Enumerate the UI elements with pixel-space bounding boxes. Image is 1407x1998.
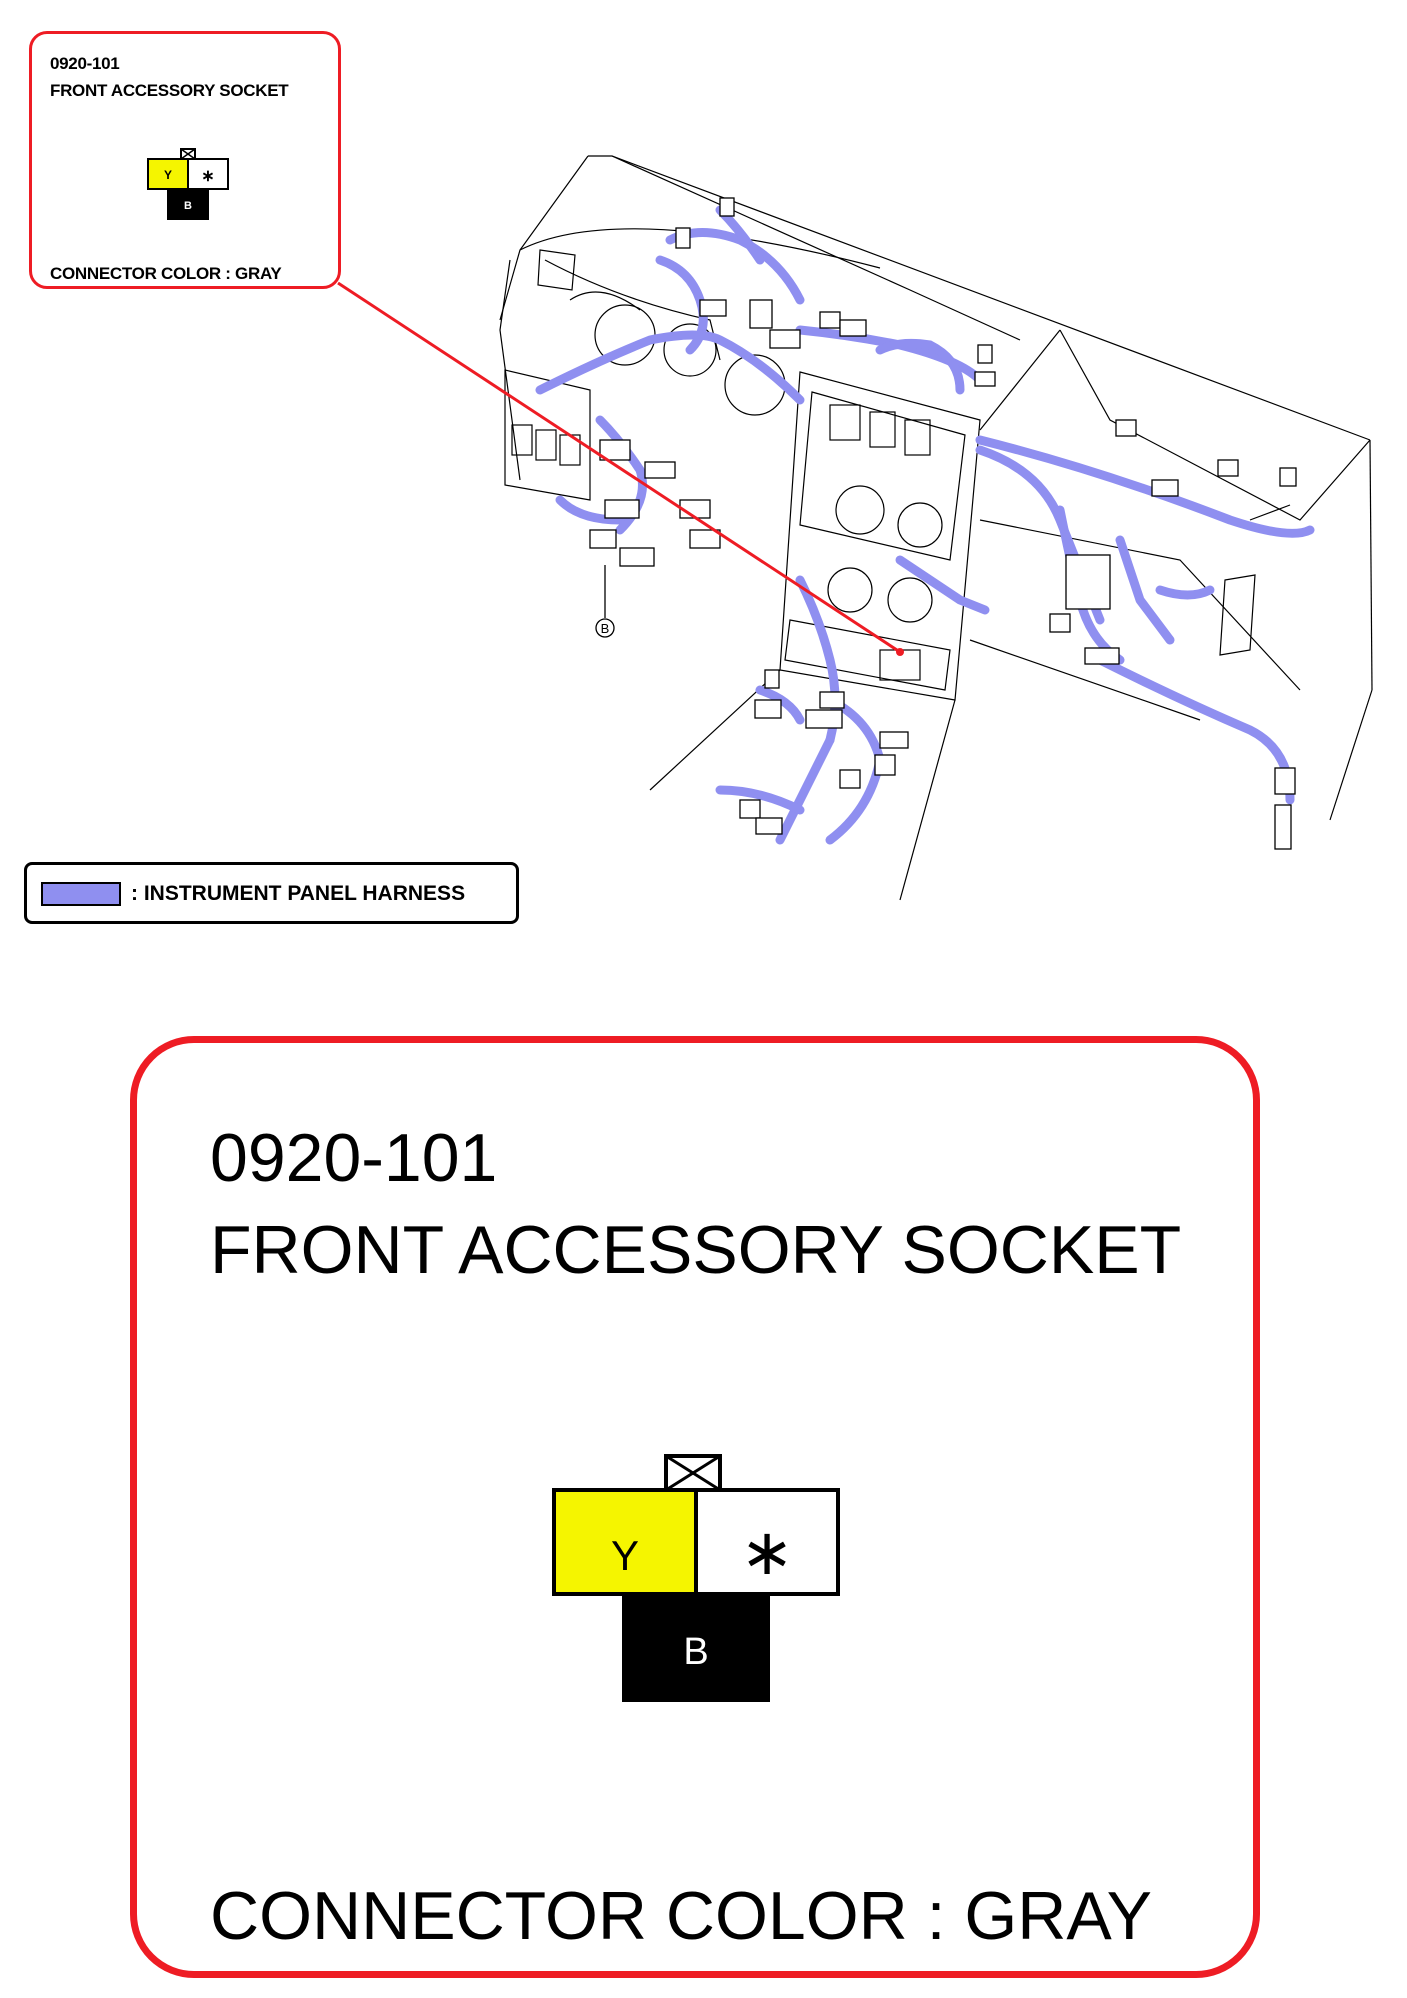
ground-terminal-symbol: B bbox=[595, 565, 615, 638]
connector-pinout-large: Y ∗ B bbox=[552, 1454, 840, 1702]
connector-color-large: CONNECTOR COLOR : GRAY bbox=[210, 1878, 1153, 1954]
connector-code-large: 0920-101 bbox=[210, 1120, 498, 1196]
pin-b-small bbox=[167, 188, 209, 220]
svg-text:B: B bbox=[683, 1631, 708, 1673]
svg-text:∗: ∗ bbox=[740, 1516, 794, 1588]
dashboard-outline bbox=[499, 155, 1373, 901]
pin-y-small bbox=[147, 158, 189, 190]
connector-name-small: FRONT ACCESSORY SOCKET bbox=[50, 81, 289, 100]
harness-color-swatch bbox=[41, 882, 121, 906]
svg-text:Y: Y bbox=[611, 1532, 639, 1579]
connector-callout-small: 0920-101 FRONT ACCESSORY SOCKET Y ∗ B CO… bbox=[29, 31, 341, 289]
svg-text:B: B bbox=[184, 200, 192, 212]
ground-label: B bbox=[601, 621, 610, 636]
callout-leader-line bbox=[337, 281, 904, 656]
harness-legend-label: : INSTRUMENT PANEL HARNESS bbox=[131, 882, 466, 905]
svg-text:Y: Y bbox=[164, 168, 172, 182]
svg-text:∗: ∗ bbox=[201, 168, 214, 185]
harness-connectors bbox=[589, 197, 1297, 850]
connector-pinout-small: Y ∗ B bbox=[147, 148, 229, 220]
connector-name-large: FRONT ACCESSORY SOCKET bbox=[210, 1212, 1182, 1288]
harness-legend: : INSTRUMENT PANEL HARNESS bbox=[24, 862, 519, 924]
connector-detail-large: 0920-101 FRONT ACCESSORY SOCKET Y ∗ B CO… bbox=[130, 1036, 1260, 1978]
instrument-panel-harness-diagram: B bbox=[337, 155, 1373, 901]
instrument-panel-harness bbox=[535, 205, 1315, 845]
connector-code-small: 0920-101 bbox=[50, 54, 120, 73]
pin-b-large bbox=[622, 1592, 770, 1702]
connector-color-small: CONNECTOR COLOR : GRAY bbox=[50, 264, 282, 283]
